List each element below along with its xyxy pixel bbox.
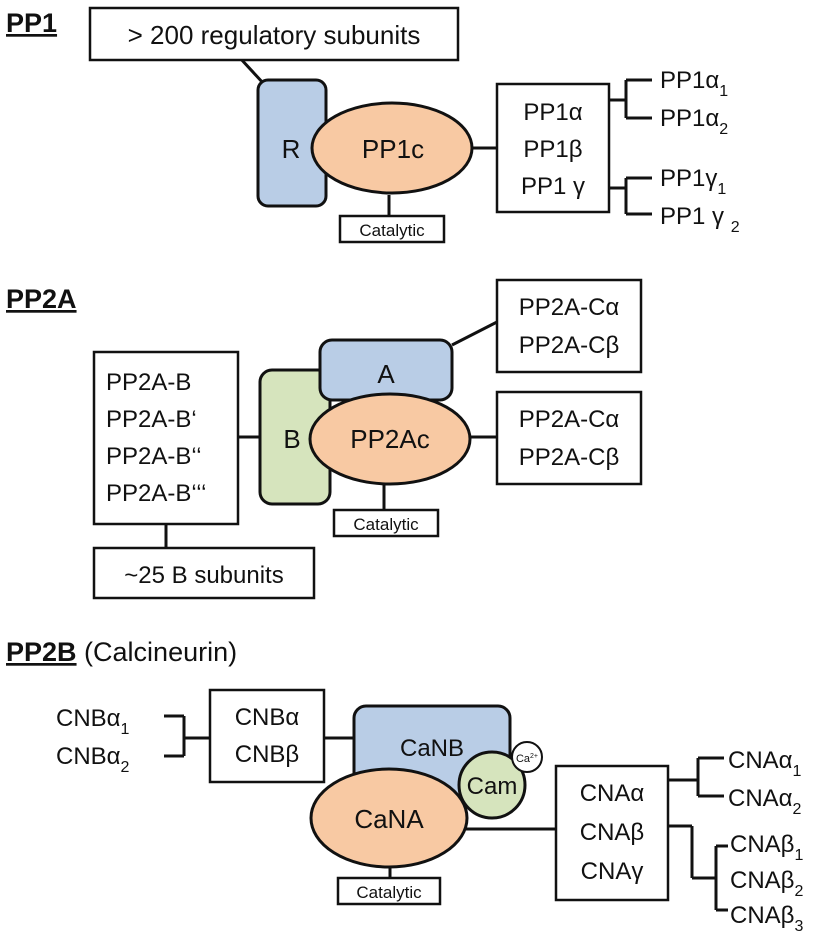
pp2a-b-family-2: PP2A-B‘: [106, 406, 197, 433]
cnb-alpha2: CNBα2: [56, 743, 130, 776]
pp2a-core-label: PP2Ac: [350, 424, 430, 454]
cna-isoform-gamma: CNAγ: [581, 858, 644, 885]
pp2b-heading: PP2B: [6, 637, 77, 667]
pp1-catalytic-text: Catalytic: [359, 221, 425, 240]
pp1-heading: PP1: [6, 8, 57, 38]
pp2a-a-isoform-alpha: PP2A-Cα: [519, 294, 620, 321]
pp2a-b-label: B: [283, 424, 300, 454]
pp2a-b-family-3: PP2A-B‘‘: [106, 443, 202, 470]
pp2a-catalytic-text: Catalytic: [353, 515, 419, 534]
pp1-isoform-alpha: PP1α: [523, 99, 582, 126]
pp2b-catalytic-text: Catalytic: [356, 883, 422, 902]
cna-alpha1: CNAα1: [728, 747, 802, 780]
pp1-core-label: PP1c: [362, 134, 424, 164]
pp2a-a-label: A: [377, 359, 395, 389]
pp2a-b-family-4: PP2A-B‘‘‘: [106, 480, 207, 507]
pp2a-c-isoform-box: [495, 390, 643, 486]
cnb-isoform-alpha: CNBα: [235, 704, 300, 731]
calcium-label: Ca2+: [516, 753, 538, 765]
pp1-gamma2: PP1 γ 2: [660, 203, 740, 236]
calcium-ion: [511, 741, 543, 773]
cna-isoform-alpha: CNAα: [580, 780, 645, 807]
pp2a-b-family-1: PP2A-B: [106, 369, 191, 396]
cna-beta3: CNAβ3: [730, 902, 803, 935]
pp1-alpha2: PP1α2: [660, 105, 728, 138]
pp1-isoform-box: [495, 82, 611, 214]
pp2a-a-connector: [451, 320, 498, 347]
cnb-alpha-bracket: [164, 714, 210, 758]
cana-label: CaNA: [354, 804, 424, 834]
cam-label: Cam: [467, 773, 518, 800]
pp2a-heading: PP2A: [6, 284, 77, 314]
canb-label: CaNB: [400, 735, 464, 762]
pp2a-catalytic-core: [308, 392, 472, 486]
pp2a-a-isoform-box: [495, 278, 643, 374]
pp1-gamma-bracket: [609, 176, 652, 216]
pp2a-catalytic-tag: [332, 508, 440, 538]
cnb-isoform-beta: CNBβ: [235, 741, 299, 768]
cna-isoform-box: [554, 764, 670, 902]
cna-beta-bracket: [668, 824, 728, 912]
cnb-isoform-box: [208, 688, 326, 784]
pp1-gamma1: PP1γ1: [660, 165, 726, 198]
cna-beta2: CNAβ2: [730, 867, 803, 900]
pp1-isoform-gamma: PP1 γ: [521, 173, 585, 200]
pp1-regulatory-box: [88, 6, 460, 62]
cna-alpha2: CNAα2: [728, 785, 802, 818]
pp1-catalytic-core: [310, 101, 474, 195]
pp2a-a-isoform-beta: PP2A-Cβ: [519, 332, 620, 359]
cnb-alpha1: CNBα1: [56, 705, 130, 738]
pp1-alpha1: PP1α1: [660, 67, 728, 100]
pp2b-catalytic-tag: [336, 876, 442, 906]
cana-catalytic-core: [309, 767, 469, 869]
cna-alpha-bracket: [668, 756, 724, 798]
calmodulin: [457, 750, 527, 820]
pp2b-heading-note: (Calcineurin): [77, 637, 238, 667]
pp1-reg-connector: [238, 56, 266, 86]
pp1-r-label: R: [282, 134, 301, 164]
pp1-isoform-beta: PP1β: [523, 136, 582, 163]
pp1-alpha-bracket: [609, 78, 652, 120]
pp1-catalytic-tag: [338, 214, 446, 244]
cna-beta1: CNAβ1: [730, 831, 803, 864]
pp2b-heading-line: PP2B (Calcineurin): [6, 637, 237, 667]
pp2a-c-isoform-beta: PP2A-Cβ: [519, 444, 620, 471]
pp1-regulatory-label: > 200 regulatory subunits: [128, 20, 421, 50]
pp2a-c-isoform-alpha: PP2A-Cα: [519, 406, 620, 433]
pp2a-b-count-box: [92, 546, 316, 600]
pp2a-b-count-label: ~25 B subunits: [124, 562, 283, 589]
cna-isoform-beta: CNAβ: [580, 819, 644, 846]
